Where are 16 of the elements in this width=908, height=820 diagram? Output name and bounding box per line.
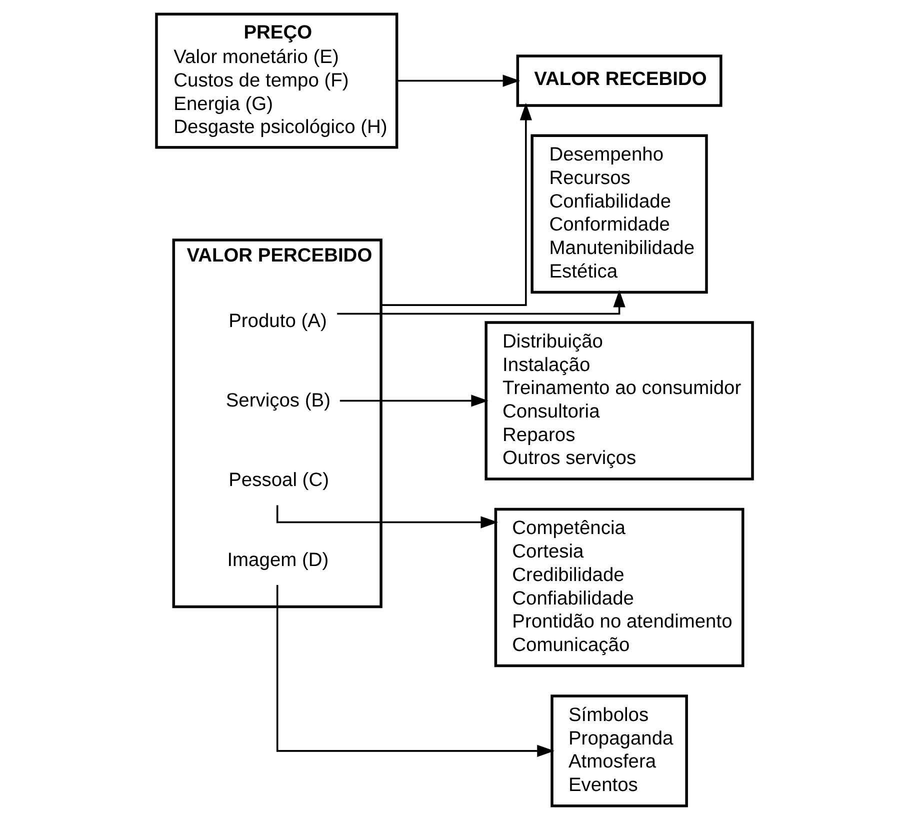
node-text: Pessoal (C) [228,470,328,492]
node-box: Distribuição Instalação Treinamento ao consumidor Consultoria Reparos Outros serviços [484,321,754,480]
arrow [336,290,625,315]
arrow [380,102,532,306]
arrow [339,394,488,407]
node-text: Serviços (B) [225,390,330,412]
node-text: Produto (A) [228,310,326,332]
node-text: Imagem (D) [226,550,328,571]
arrow [276,584,554,757]
node-box: Desempenho Recursos Confiabilidade Conformidade Manutenibilidade Estética [530,134,708,294]
arrow [276,505,498,528]
node-box: VALOR RECEBIDO [516,54,722,107]
node-box: Competência Cortesia Credibilidade Confiabilidade Prontidão no atendimento Comunicação [494,508,744,668]
arrow [396,74,520,87]
node-box: PREÇO Valor monetário (E) Custos de tempo (F) Energia (G) Desgaste psicológico (H) [154,12,398,149]
node-box: Símbolos Propaganda Atmosfera Eventos [550,694,688,808]
